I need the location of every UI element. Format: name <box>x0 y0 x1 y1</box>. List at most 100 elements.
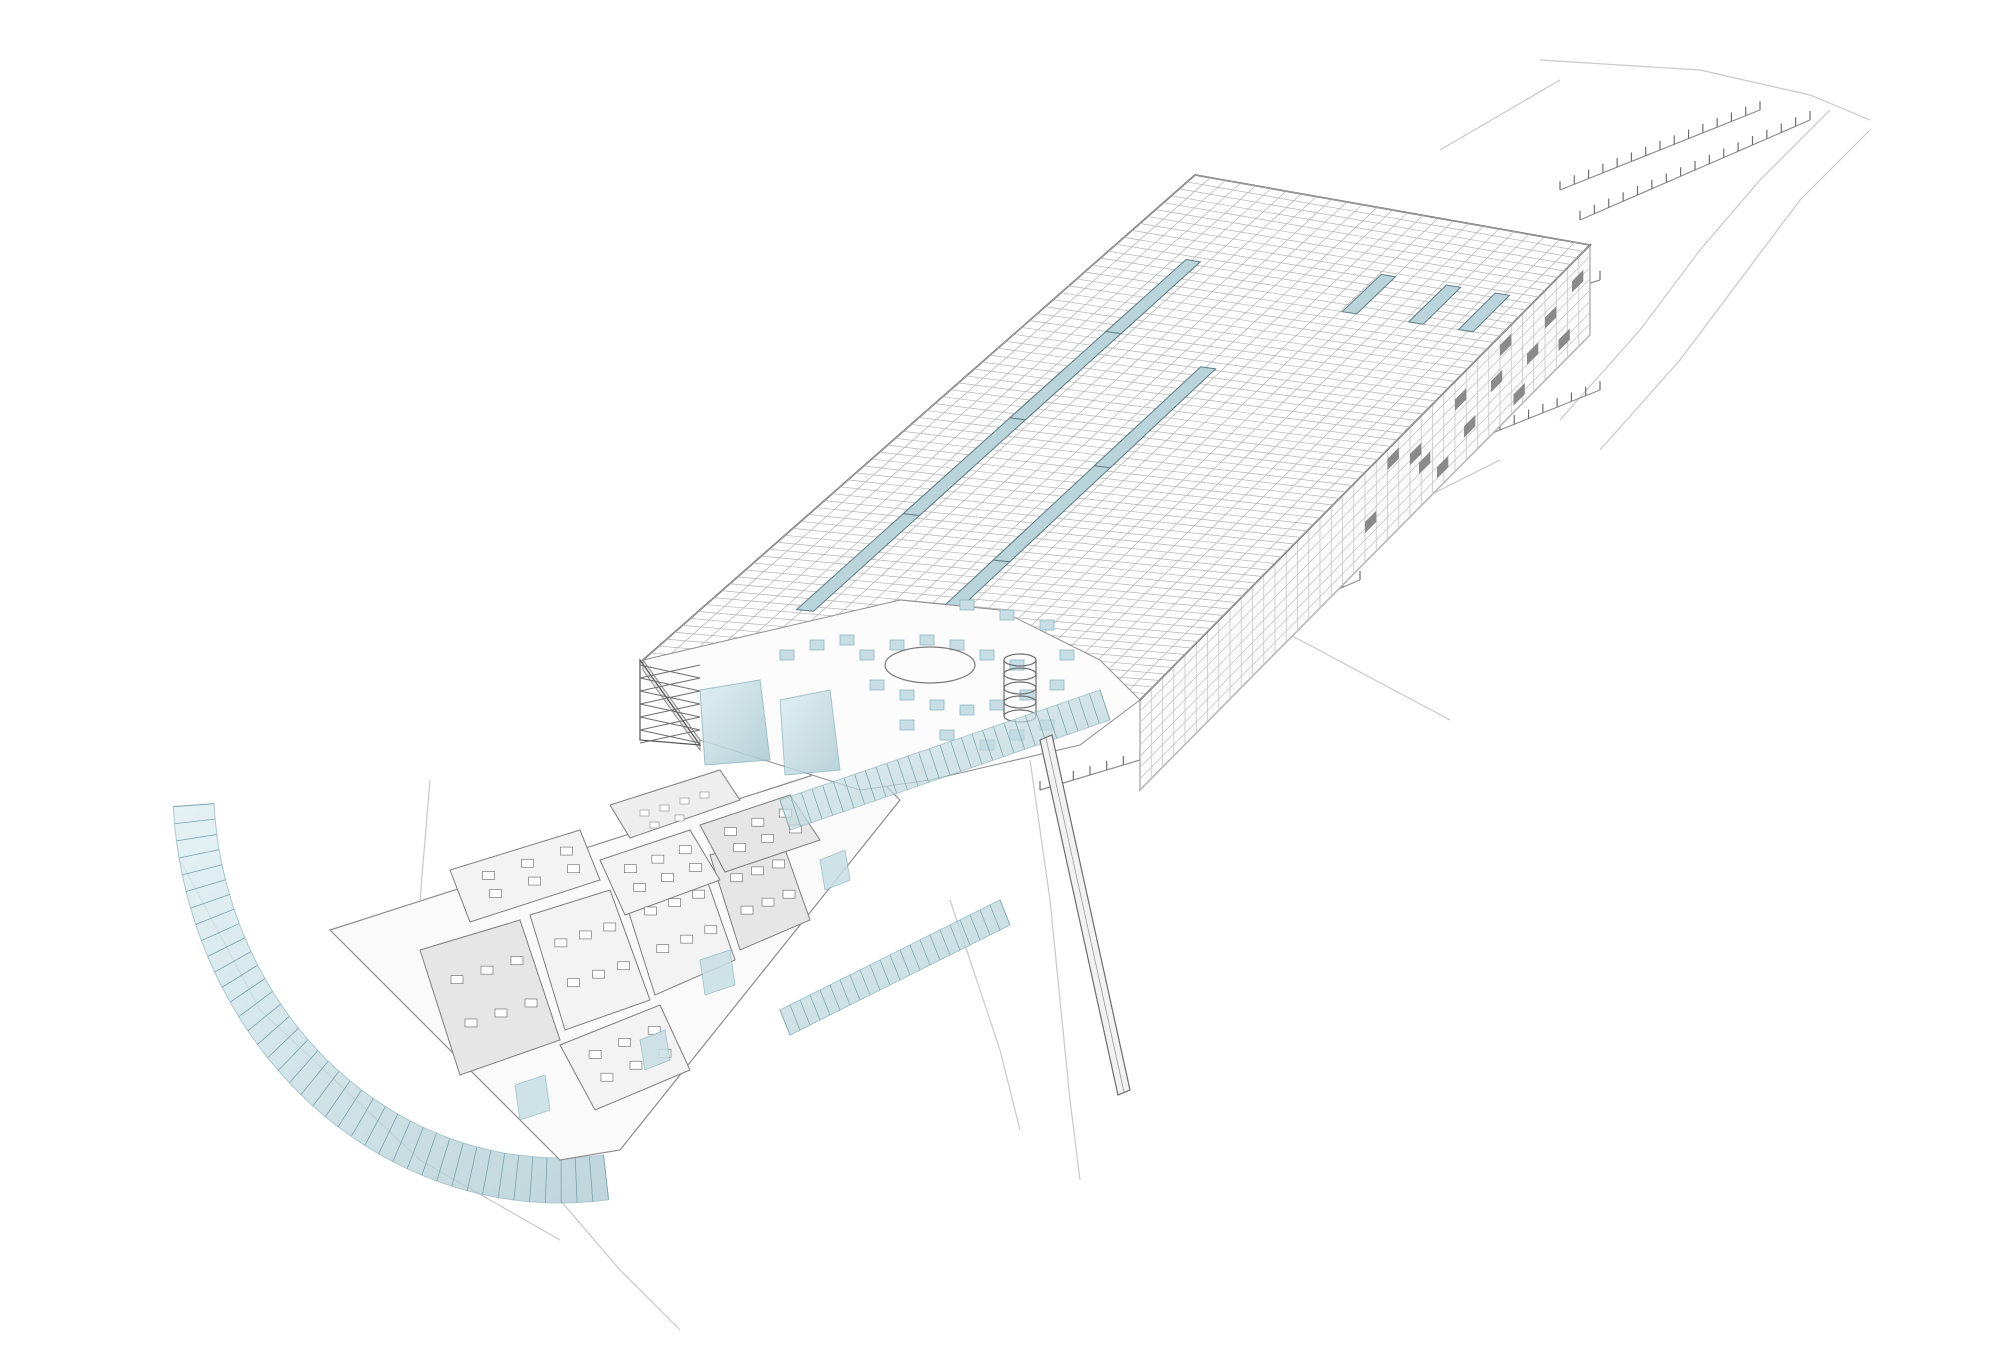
site-line <box>1599 129 1871 451</box>
mullion <box>839 979 851 1006</box>
mullion <box>574 1157 578 1203</box>
mullion <box>1089 693 1100 724</box>
furniture-item <box>899 719 915 731</box>
roof-grid <box>642 174 1591 701</box>
mullion <box>267 1027 299 1059</box>
mullion <box>969 914 981 941</box>
mullion <box>277 1039 309 1071</box>
site-line <box>1559 109 1831 421</box>
glass-partition <box>819 849 851 891</box>
mullion <box>190 894 230 909</box>
spiral-stair-icon <box>1003 653 1037 723</box>
desk <box>668 898 681 907</box>
site-line <box>1439 79 1561 151</box>
furniture-item <box>809 639 825 651</box>
grid-line <box>795 196 1317 673</box>
mullion <box>513 1155 520 1201</box>
glass-volume <box>779 689 841 776</box>
mullion <box>993 726 1004 757</box>
grid-line <box>853 204 1363 678</box>
grid-line <box>948 217 1439 685</box>
mullion <box>971 733 983 765</box>
furniture-item <box>919 634 935 646</box>
desk <box>592 969 605 979</box>
mullion <box>799 999 811 1026</box>
desk <box>761 833 774 843</box>
terrace-furniture <box>639 791 710 829</box>
mullion <box>854 774 865 805</box>
desk <box>617 961 630 971</box>
mullion <box>879 959 891 986</box>
desk <box>633 883 646 892</box>
mullion <box>790 796 801 827</box>
grid-line <box>1139 255 1591 712</box>
desk <box>528 876 541 886</box>
mullion <box>950 741 961 772</box>
dark-panel <box>1437 455 1449 479</box>
ramp-edge <box>1045 737 1125 1093</box>
grid-line <box>1139 312 1591 768</box>
mullion <box>909 944 921 971</box>
grid-line <box>661 177 1211 662</box>
furniture-item <box>939 729 955 741</box>
dark-panel <box>1527 342 1539 365</box>
grid-line <box>1139 244 1591 701</box>
furniture-item <box>639 809 650 817</box>
grid-line <box>1139 278 1591 735</box>
mullion <box>849 974 861 1001</box>
lower-office-block <box>0 700 1011 1204</box>
truss-member <box>639 690 701 705</box>
desk <box>578 930 592 940</box>
grid-line <box>700 182 1241 665</box>
mullion <box>174 818 216 825</box>
mullion <box>392 1120 411 1162</box>
desk <box>588 1050 602 1059</box>
furniture-item <box>674 814 685 822</box>
furniture-item <box>649 821 660 829</box>
mullion <box>999 899 1011 926</box>
furniture-item <box>869 679 885 691</box>
desk <box>494 1008 508 1018</box>
truss-member <box>639 703 701 718</box>
mullion <box>982 730 993 761</box>
mullion <box>588 1156 594 1202</box>
mullion <box>1057 704 1068 735</box>
mullion <box>829 984 841 1011</box>
skylight <box>1457 292 1511 333</box>
mullion <box>907 755 919 787</box>
site-line <box>1029 759 1081 1181</box>
mullion <box>300 1060 329 1095</box>
mullion <box>350 1098 374 1137</box>
mullion <box>289 1050 319 1084</box>
mullion <box>1014 719 1025 750</box>
skylight <box>1407 284 1462 325</box>
mullion <box>182 864 223 876</box>
grid-line <box>776 193 1302 672</box>
grid-line <box>1139 289 1591 746</box>
access-ramp <box>1039 734 1131 1096</box>
glass-partition <box>639 1029 671 1071</box>
furniture-item <box>999 609 1015 621</box>
desk <box>651 854 665 864</box>
mullion <box>176 834 217 842</box>
furniture-item <box>979 649 995 661</box>
desk <box>554 938 568 948</box>
mullion <box>929 748 940 779</box>
desk <box>624 864 637 873</box>
desk <box>782 889 796 899</box>
desk <box>603 922 617 932</box>
desk <box>629 1060 643 1070</box>
mullion <box>939 929 951 956</box>
mullion <box>886 763 897 794</box>
dark-panel <box>1365 510 1377 534</box>
desk <box>480 965 494 975</box>
mullion <box>919 939 931 966</box>
mullion <box>918 752 929 783</box>
desk <box>772 859 785 869</box>
skylight <box>1341 273 1397 315</box>
skylight <box>1104 258 1202 335</box>
mullion <box>497 1153 506 1198</box>
mullion <box>221 964 258 988</box>
